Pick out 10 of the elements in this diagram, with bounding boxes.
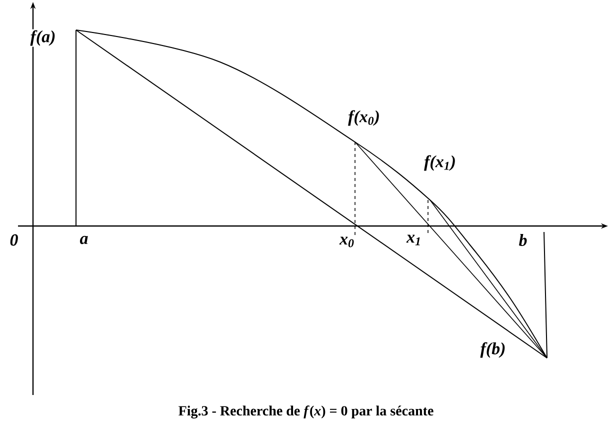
axis-label: x$_{1}$ xyxy=(406,234,422,246)
axis-label: a xyxy=(78,234,90,246)
caption: Fig.3 - Recherche de f(x) = 0 par la sécante xyxy=(178,406,434,418)
point-label: f(a) xyxy=(29,29,57,47)
point-label: f(x$_{1}$) xyxy=(423,154,457,172)
axis-label: 0 xyxy=(8,233,20,247)
axis-label: b xyxy=(518,233,528,247)
point-label: f(x$_{0}$) xyxy=(347,109,381,127)
point-label: f(b) xyxy=(479,341,507,359)
axis-label: x$_{0}$ xyxy=(338,236,356,248)
